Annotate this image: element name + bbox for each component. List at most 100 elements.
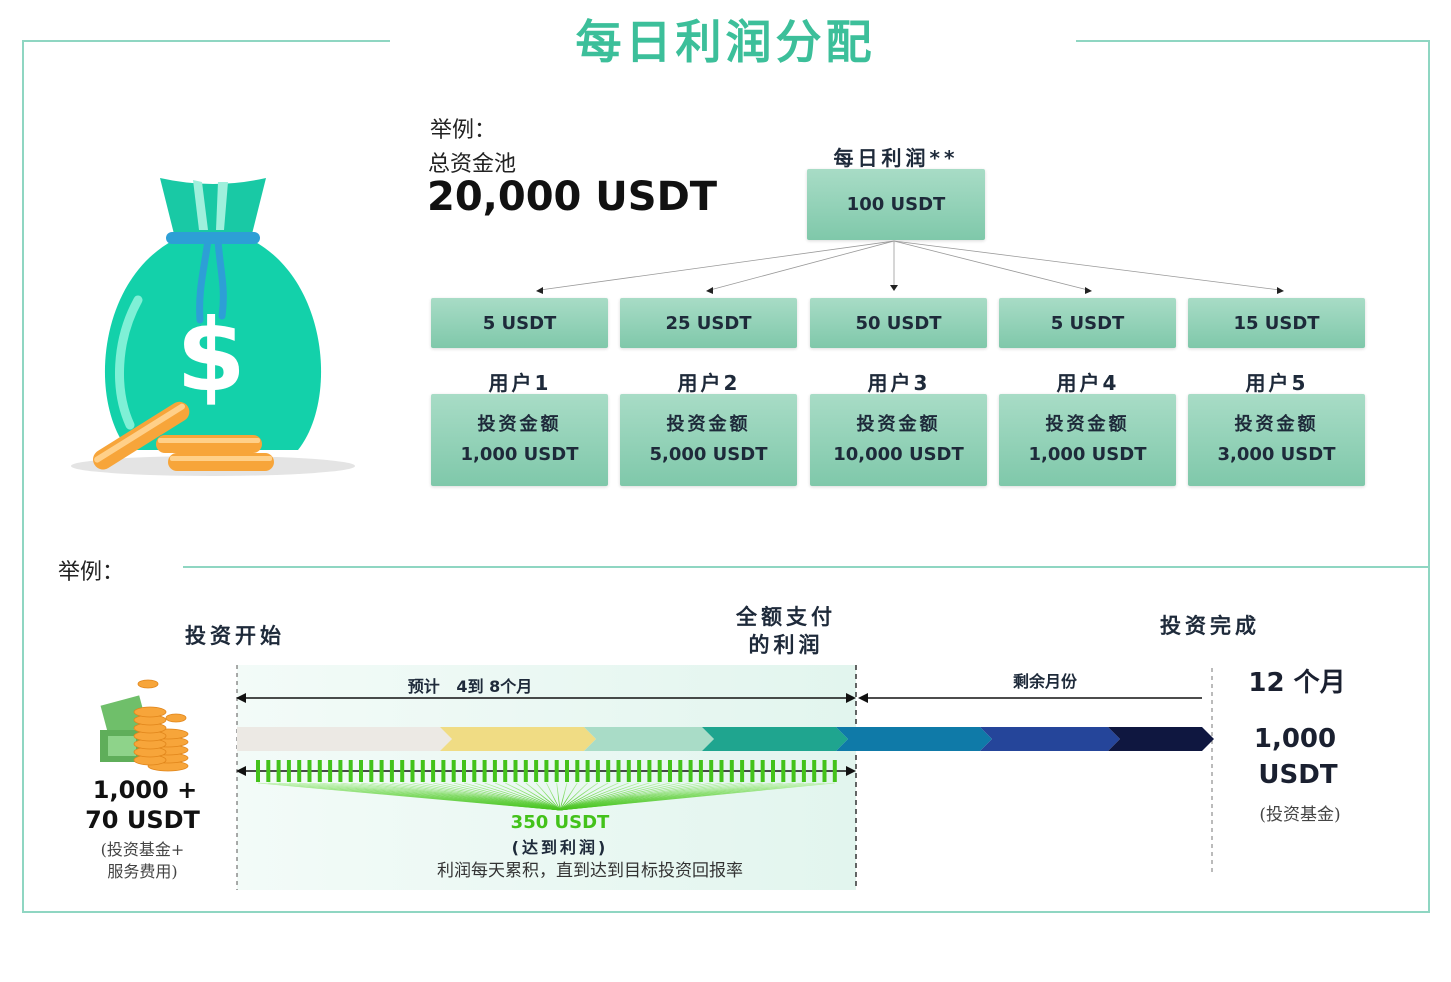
timeline-graphic	[100, 665, 1214, 890]
profit-fan-line	[535, 782, 561, 811]
frame-right	[1428, 40, 1430, 913]
frame-divider	[183, 566, 1430, 568]
daily-profit-bar	[688, 760, 693, 782]
frame-bottom	[22, 911, 1430, 913]
daily-profit-bar	[719, 760, 724, 782]
invest-label: 投资金额	[856, 414, 941, 435]
profit-reached: (达到利润)	[511, 838, 609, 857]
daily-profit-bar	[740, 760, 745, 782]
profit-fan-line	[443, 782, 561, 811]
profit-fan-line	[556, 782, 561, 811]
end-amount-line1: 1,000	[1253, 724, 1337, 754]
daily-profit-bar	[297, 760, 302, 782]
daily-profit-bar	[317, 760, 322, 782]
pool-amount: 20,000 USDT	[427, 174, 718, 220]
daily-profit-bar	[523, 760, 528, 782]
profit-note: 利润每天累积，直到达到目标投资回报率	[437, 861, 743, 881]
daily-profit-bar	[801, 760, 806, 782]
profit-fan-line	[559, 782, 640, 811]
profit-fan-line	[559, 782, 568, 811]
example-label: 举例：	[430, 118, 497, 143]
daily-profit-bar	[595, 760, 600, 782]
invest-amount: 1,000 USDT	[1028, 444, 1147, 465]
profit-fan-line	[494, 782, 561, 811]
profit-fan-line	[474, 782, 561, 811]
invest-label: 投资金额	[1045, 414, 1130, 435]
daily-profit-bar	[420, 760, 425, 782]
profit-fan-line	[453, 782, 561, 811]
daily-profit-bar	[606, 760, 611, 782]
pool-label: 总资金池	[428, 152, 517, 177]
invest-label: 投资金额	[1234, 414, 1319, 435]
daily-profit-bar	[472, 760, 477, 782]
complete-label: 投资完成	[1160, 614, 1260, 638]
daily-profit-bar	[832, 760, 837, 782]
daily-profit-bar	[307, 760, 312, 782]
profit-fan-line	[559, 782, 650, 811]
daily-profit-bar	[441, 760, 446, 782]
user3-invest-box: 投资金额 10,000 USDT	[810, 394, 987, 486]
user4-invest-box: 投资金额 1,000 USDT	[999, 394, 1176, 486]
profit-fan-line	[505, 782, 561, 811]
start-amount-line1: 1,000 +	[92, 776, 198, 804]
daily-profit-bar	[771, 760, 775, 782]
daily-profit-bar	[503, 760, 508, 782]
daily-profit-bar	[256, 760, 260, 782]
daily-profit-bar	[637, 760, 642, 782]
end-note: (投资基金)	[1259, 805, 1341, 825]
profit-fan-line	[525, 782, 561, 811]
daily-profit-bar	[451, 760, 456, 782]
start-note-line2: 服务费用)	[107, 862, 178, 881]
profit-amount: 350 USDT	[510, 812, 610, 833]
user5-invest-box: 投资金额 3,000 USDT	[1188, 394, 1365, 486]
start-label: 投资开始	[185, 624, 285, 648]
daily-profit-bar	[678, 760, 683, 782]
distribution-connectors	[536, 240, 1284, 294]
daily-profit-bar	[276, 760, 281, 782]
daily-profit-bar	[760, 760, 765, 782]
user1-label: 用户1	[488, 371, 552, 395]
daily-profit-bar	[379, 760, 384, 782]
invest-label: 投资金额	[477, 414, 562, 435]
user3-label: 用户3	[867, 371, 931, 395]
daily-profit-bar	[400, 760, 405, 782]
full-paid-label-line1: 全额支付	[736, 605, 836, 629]
daily-profit-bar	[791, 760, 796, 782]
daily-profit-bar	[616, 760, 621, 782]
daily-profit-bar	[647, 760, 652, 782]
user4-profit-box: 5 USDT	[999, 298, 1176, 348]
profit-fan-line	[515, 782, 561, 811]
user5-profit-box: 15 USDT	[1188, 298, 1365, 348]
daily-profit-bar	[812, 760, 817, 782]
daily-profit-bar	[266, 760, 271, 782]
end-amount-line2: USDT	[1258, 760, 1338, 790]
invest-amount: 10,000 USDT	[833, 444, 964, 465]
profit-fan-line	[559, 782, 619, 811]
start-note-line1: (投资基金+	[100, 840, 185, 859]
months-label: 12 个月	[1248, 668, 1346, 698]
daily-profit-bar	[668, 760, 672, 782]
profit-fan-line	[559, 782, 588, 811]
daily-profit-bar	[492, 760, 497, 782]
invest-label: 投资金额	[666, 414, 751, 435]
money-bag-icon: $	[71, 178, 355, 476]
daily-profit-bar	[575, 760, 580, 782]
frame-left	[22, 40, 24, 913]
daily-profit-bar	[359, 760, 363, 782]
user1-invest-box: 投资金额 1,000 USDT	[431, 394, 608, 486]
daily-profit-bar	[822, 760, 827, 782]
user2-invest-box: 投资金额 5,000 USDT	[620, 394, 797, 486]
frame-top-right	[1076, 40, 1430, 42]
daily-profit-bar	[585, 760, 590, 782]
svg-text:$: $	[176, 297, 246, 414]
start-amount-line2: 70 USDT	[85, 806, 200, 834]
invest-amount: 5,000 USDT	[649, 444, 768, 465]
daily-profit-bar	[554, 760, 559, 782]
daily-profit-bar	[709, 760, 714, 782]
daily-profit-bar	[698, 760, 703, 782]
user5-label: 用户5	[1245, 371, 1309, 395]
profit-fan-line	[559, 782, 660, 811]
daily-profit-bar	[750, 760, 755, 782]
daily-profit-box: 100 USDT	[807, 169, 985, 240]
daily-profit-label: 每日利润**	[833, 146, 959, 170]
